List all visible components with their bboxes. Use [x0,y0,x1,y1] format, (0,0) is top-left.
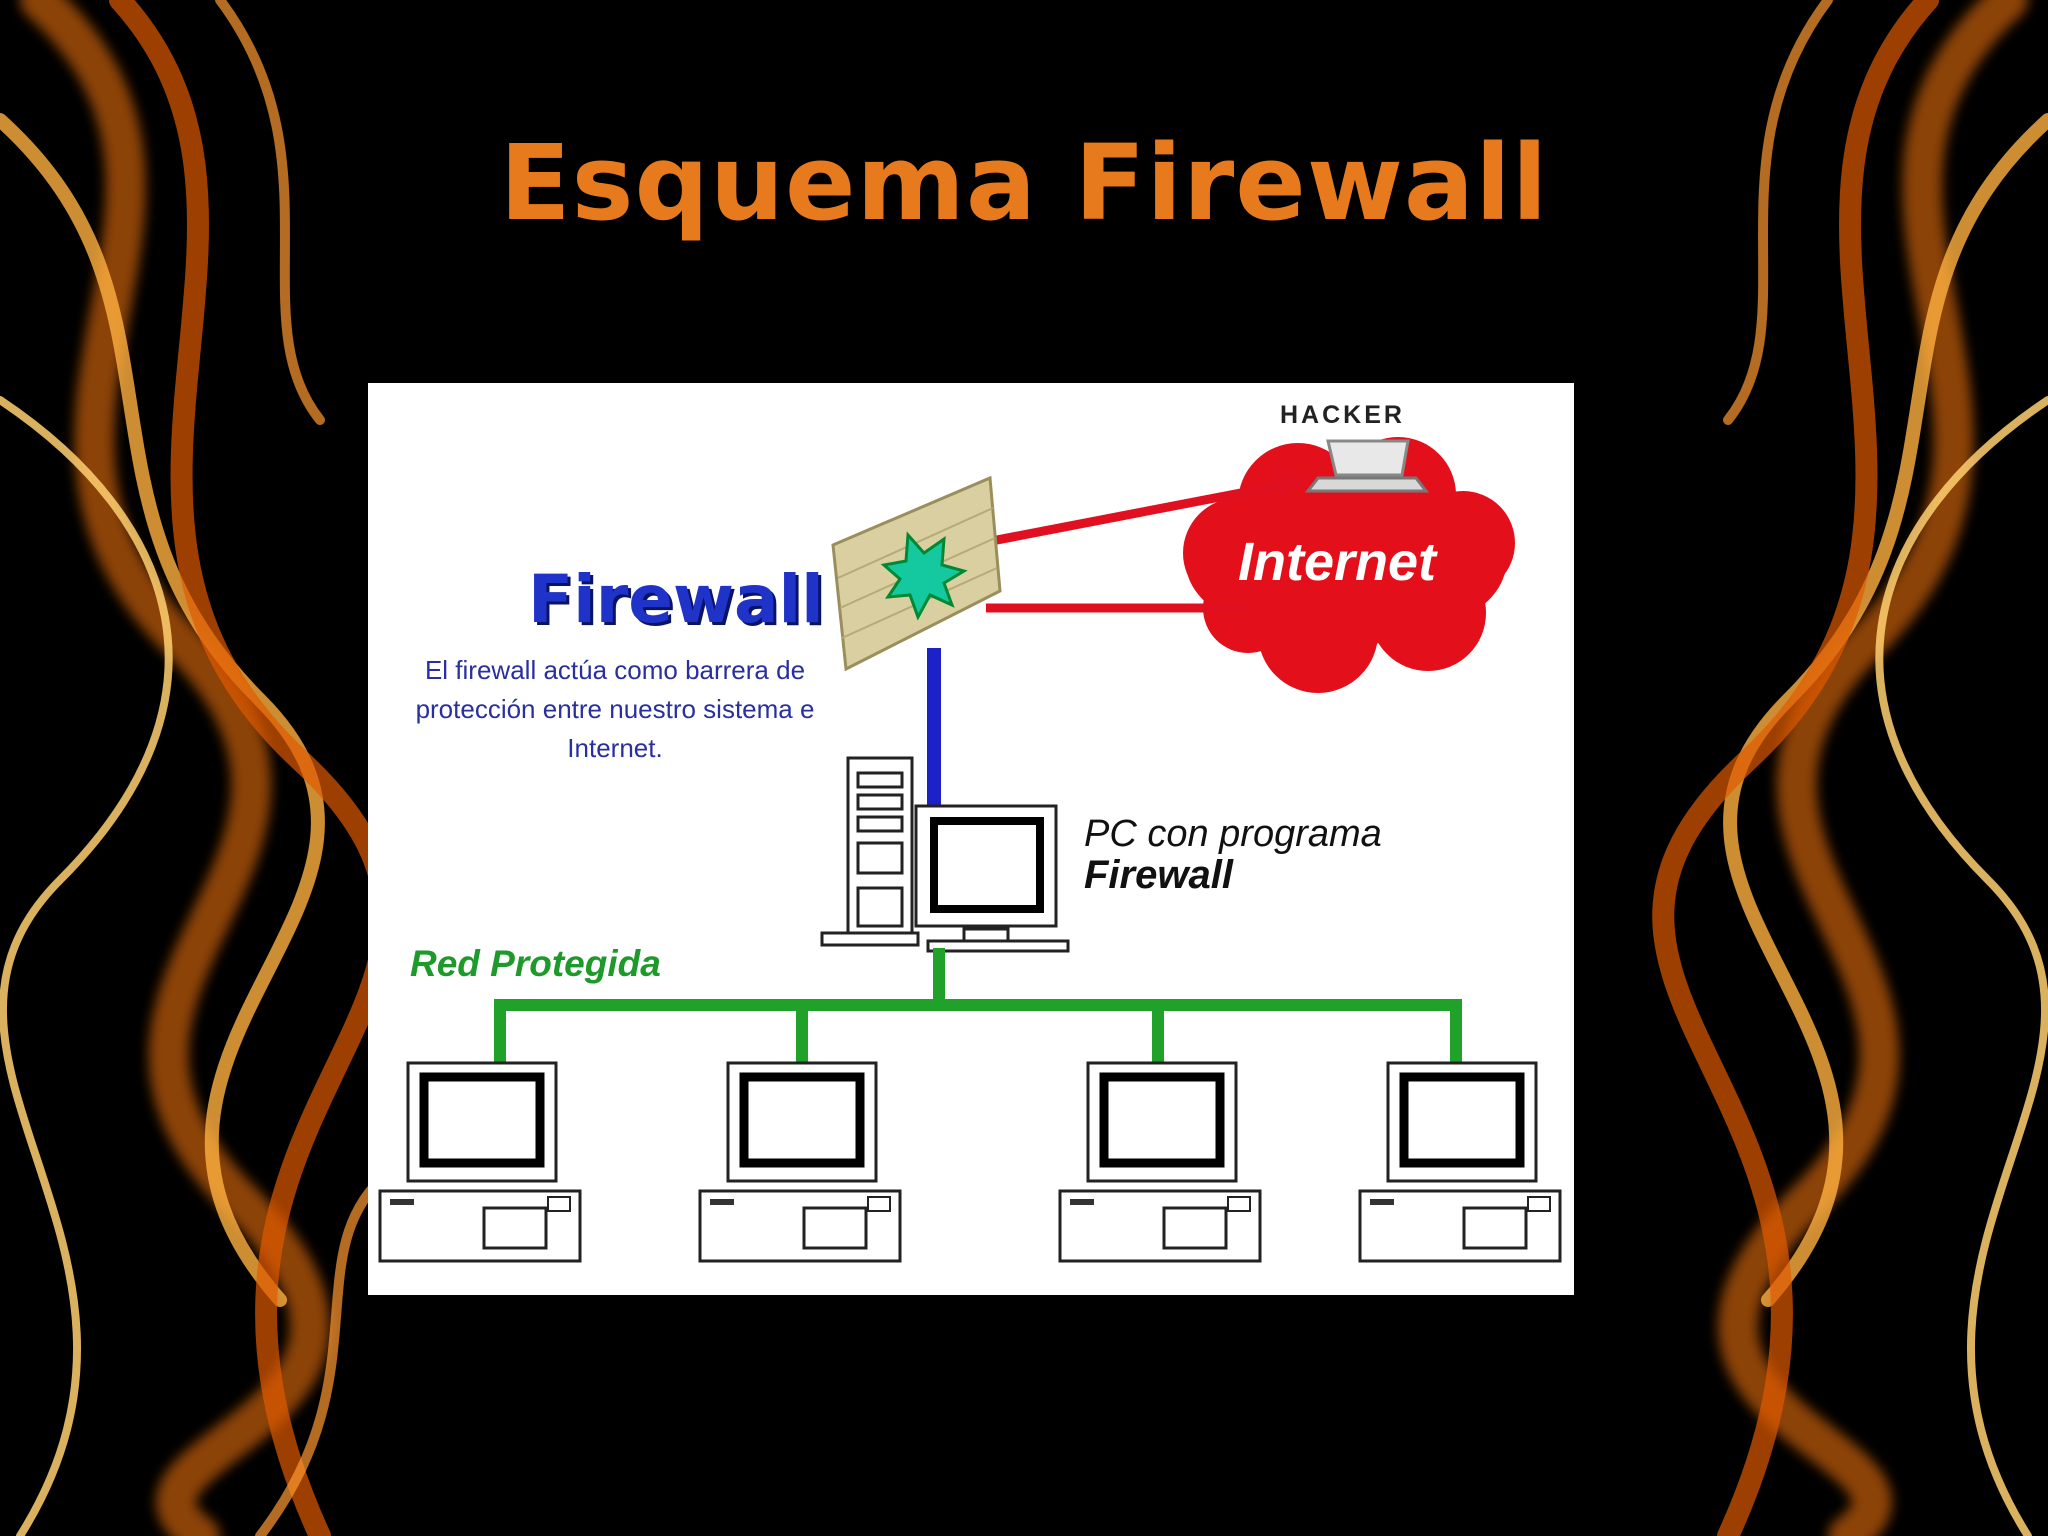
protected-network-label: Red Protegida [410,943,661,984]
firewall-heading: Firewall [528,561,824,638]
slide-title: Esquema Firewall [499,122,1549,244]
client-pc-icon [378,1061,582,1263]
diagram-graphics [378,437,1562,1263]
firewall-pc-monitor-icon [914,804,1070,953]
flame-decoration-left [0,0,396,1536]
firewall-wall-icon [831,475,1002,672]
client-pc-icon [698,1061,902,1263]
client-pc-icon [1358,1061,1562,1263]
pc-caption-line1: PC con programa [1084,813,1382,855]
client-pc-icon [1058,1061,1262,1263]
firewall-diagram: HACKER Internet Firewall El firewall act… [368,383,1574,1295]
internet-label: Internet [1238,532,1437,592]
flame-decoration-right [1652,0,2048,1536]
hacker-label: HACKER [1280,401,1405,429]
firewall-description: El firewall actúa como barrera de protec… [415,655,815,763]
pc-caption-line2: Firewall [1084,853,1233,897]
protected-network-lines [494,948,1462,1063]
hacker-laptop-icon [1304,439,1430,493]
pc-tower-icon [820,756,920,947]
